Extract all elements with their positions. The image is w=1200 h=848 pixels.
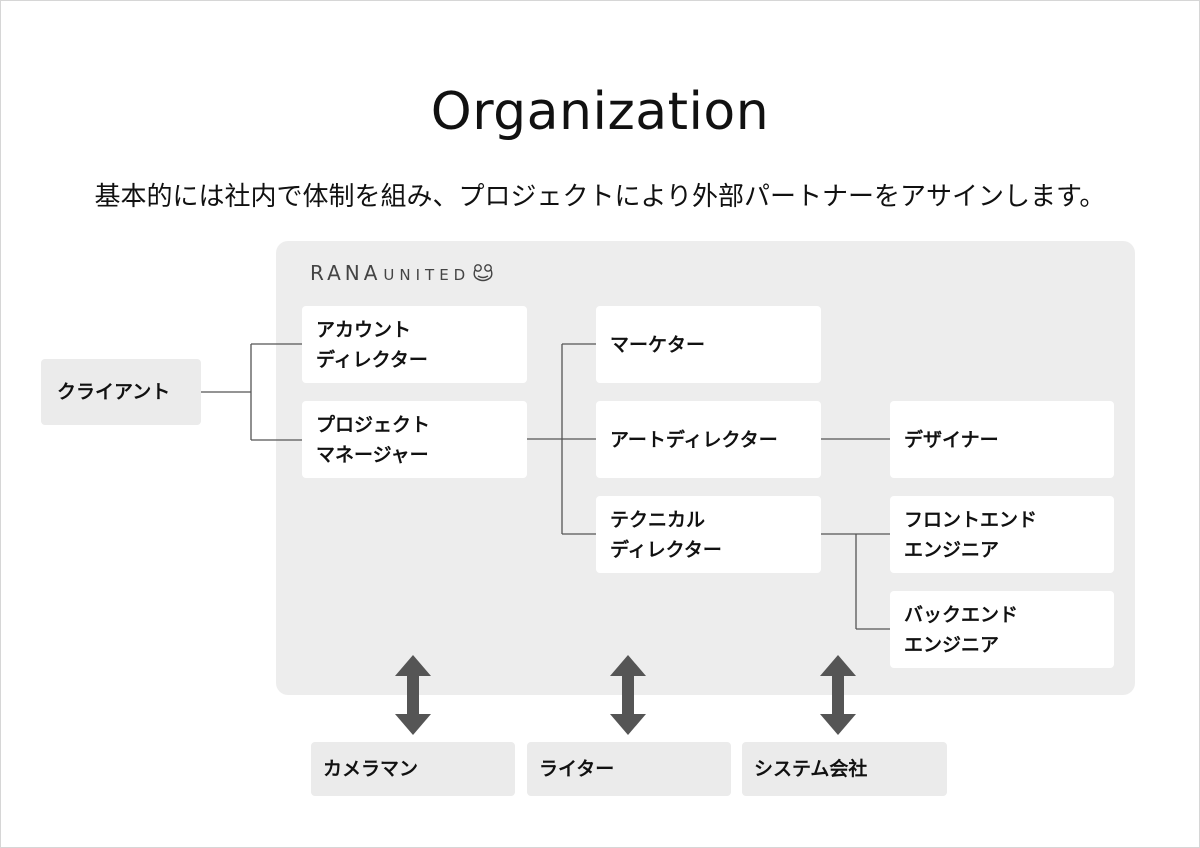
designer-box: デザイナー	[890, 401, 1114, 478]
cameraman-box: カメラマン	[311, 742, 515, 796]
system-company-box: システム会社	[742, 742, 947, 796]
technical-director-box: テクニカル ディレクター	[596, 496, 821, 573]
page-title: Organization	[430, 82, 770, 142]
marketer-box: マーケター	[596, 306, 821, 383]
logo-sub-text: UNITED	[383, 266, 471, 284]
account-director-box: アカウント ディレクター	[302, 306, 527, 383]
logo-main-text: RANA	[310, 261, 382, 285]
page-subtitle: 基本的には社内で体制を組み、プロジェクトにより外部パートナーをアサインします。	[94, 182, 1106, 212]
project-manager-box: プロジェクト マネージャー	[302, 401, 527, 478]
art-director-box: アートディレクター	[596, 401, 821, 478]
double-arrow-icon-writer	[610, 655, 646, 735]
company-logo: RANA UNITED	[310, 261, 494, 285]
frog-icon	[473, 264, 493, 282]
client-box: クライアント	[41, 359, 201, 425]
writer-box: ライター	[527, 742, 731, 796]
frontend-engineer-box: フロントエンド エンジニア	[890, 496, 1114, 573]
double-arrow-icon-system-company	[820, 655, 856, 735]
double-arrow-icon-cameraman	[395, 655, 431, 735]
backend-engineer-box: バックエンド エンジニア	[890, 591, 1114, 668]
